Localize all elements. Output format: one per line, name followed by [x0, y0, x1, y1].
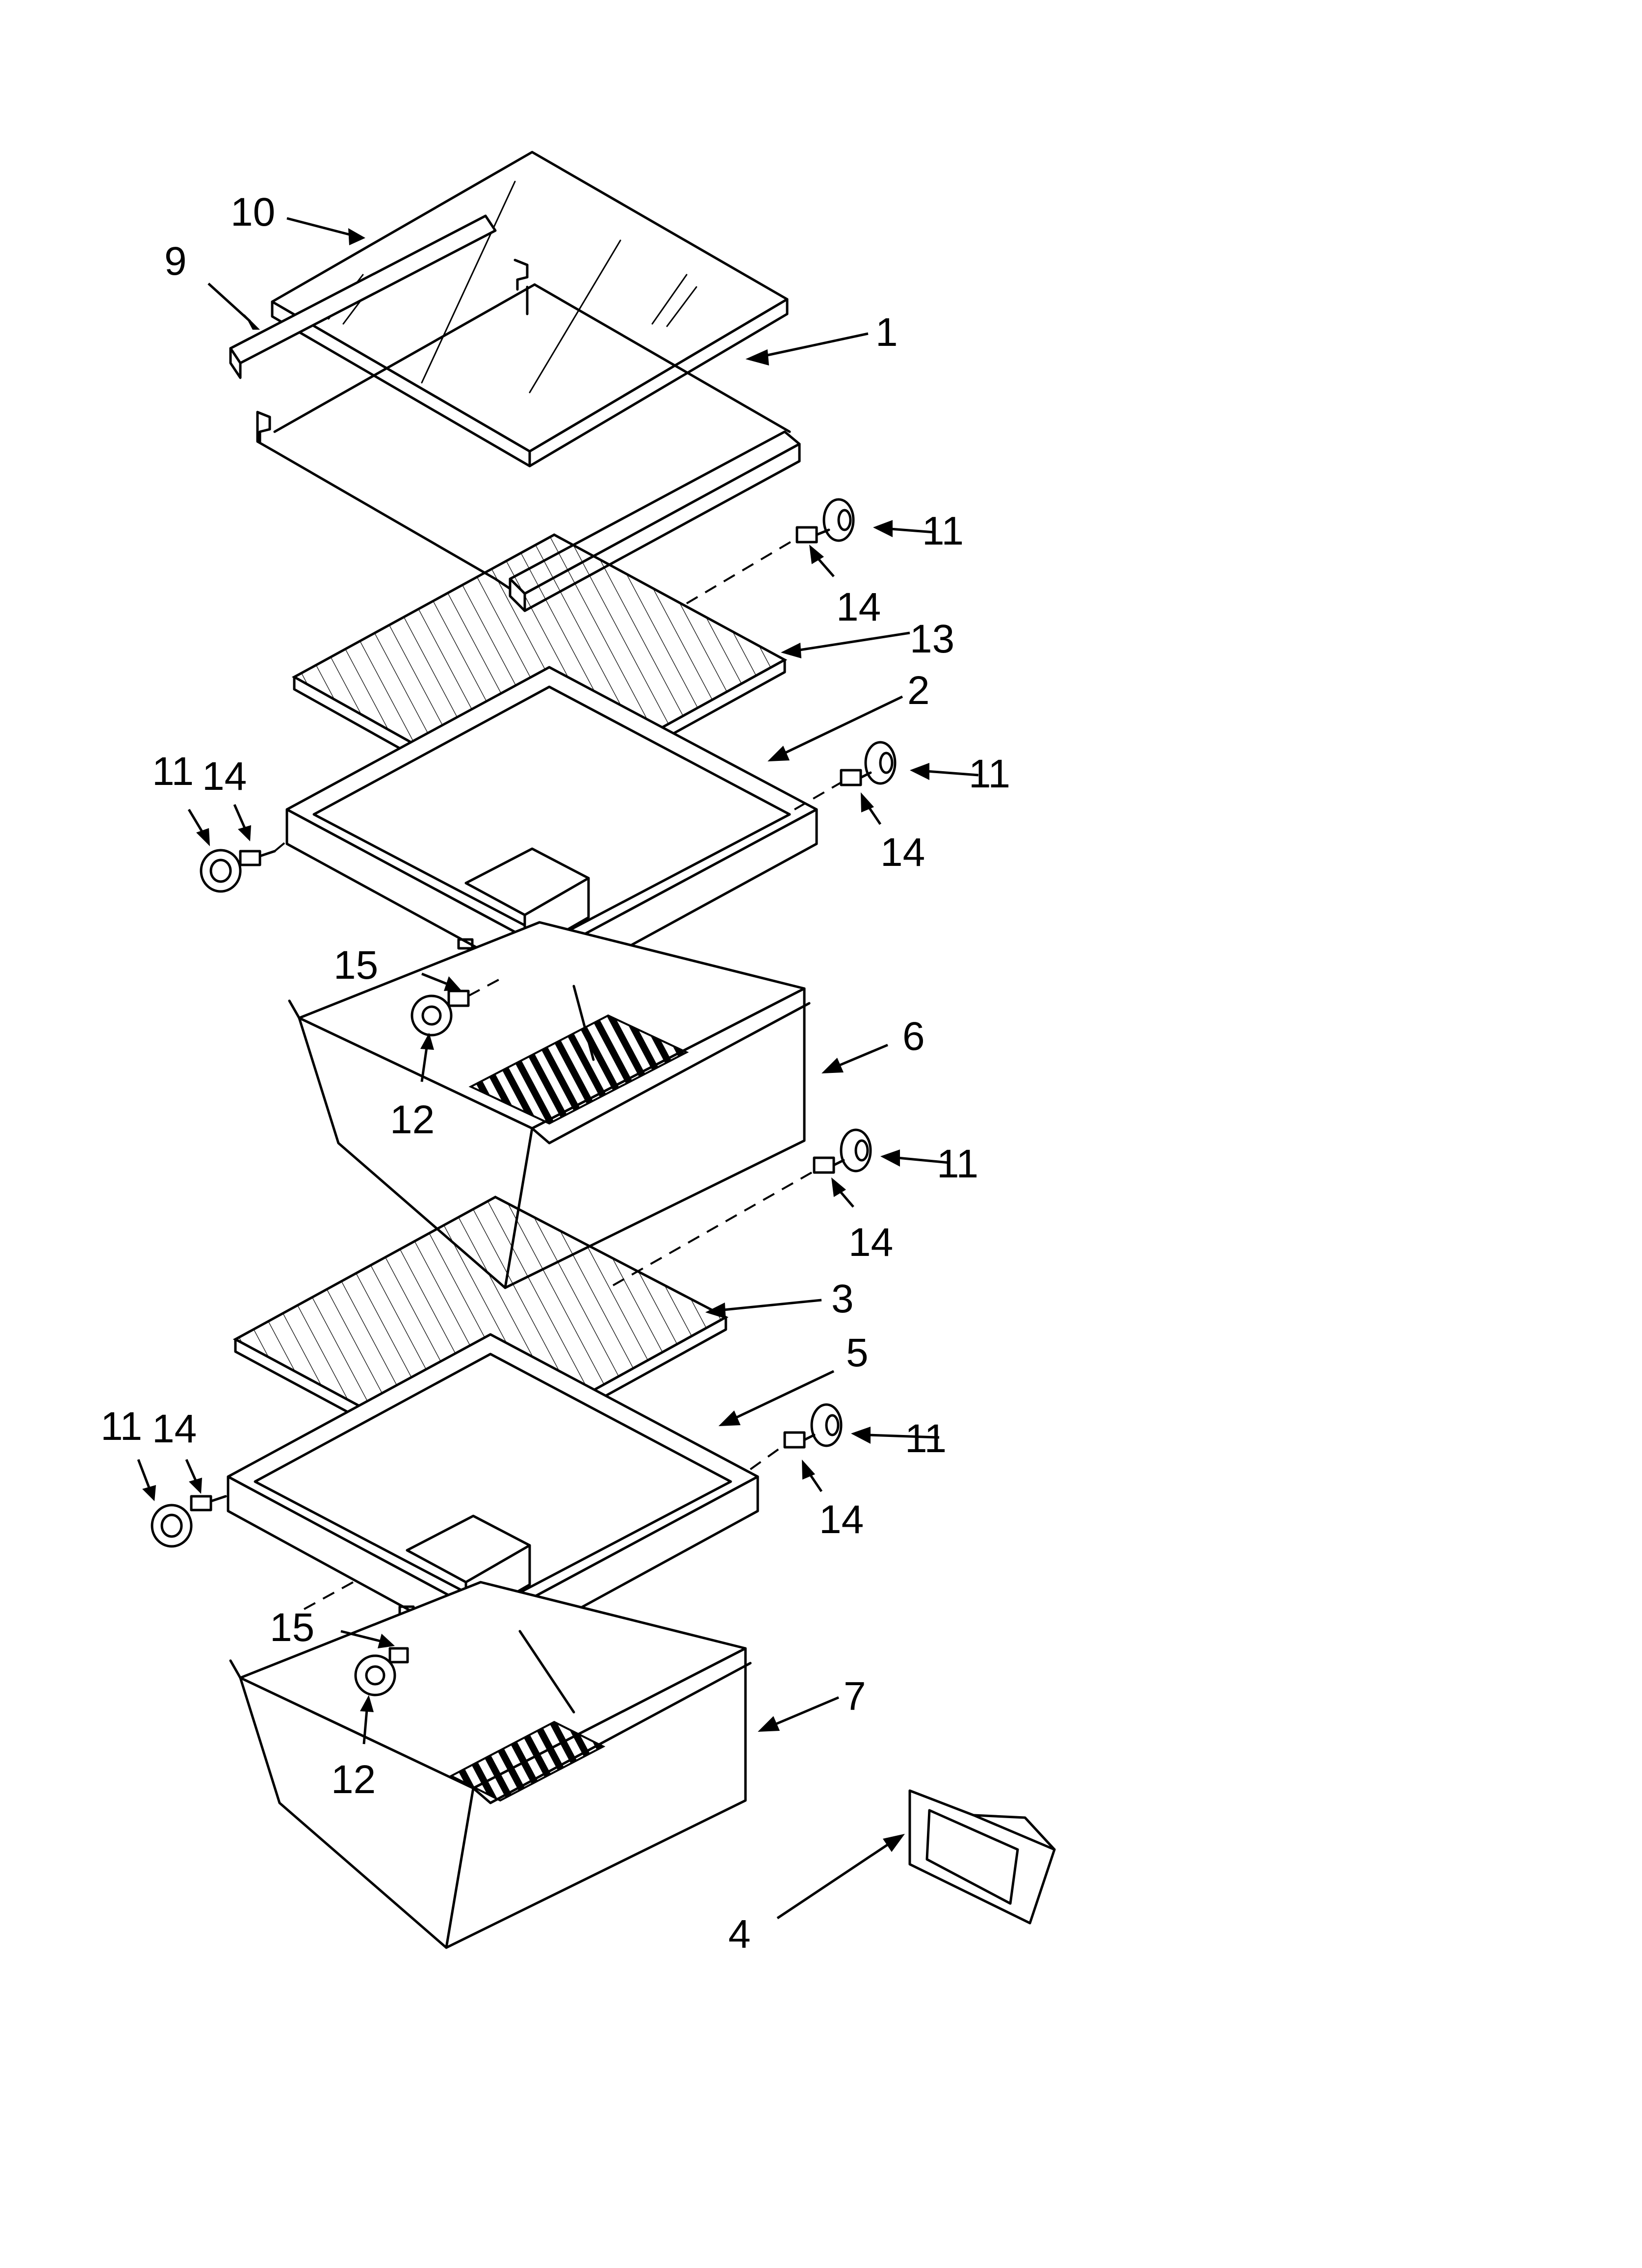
- callout-11: 11: [969, 752, 1010, 796]
- shelf-front-trim: [229, 214, 497, 379]
- wheel-icon: [810, 1403, 843, 1447]
- wheel-icon: [822, 498, 855, 542]
- callout-5: 5: [846, 1330, 869, 1375]
- roller-icon: [410, 994, 453, 1037]
- wheel-icon: [151, 1504, 193, 1548]
- callout-2: 2: [907, 668, 930, 713]
- callout-14: 14: [152, 1407, 197, 1451]
- wheel-icon: [200, 849, 242, 893]
- callout-11: 11: [937, 1142, 978, 1186]
- callout-labels: 10 9 1 11 14 13 2 11 14 11 14 15 12 6 11…: [101, 190, 1010, 1956]
- callout-14: 14: [819, 1497, 864, 1542]
- callout-12: 12: [331, 1757, 376, 1802]
- bolt-icon: [840, 769, 872, 786]
- callout-7: 7: [844, 1674, 866, 1719]
- callout-9: 9: [164, 239, 187, 284]
- crisper-drawer-upper: [288, 921, 811, 1289]
- bolt-icon: [388, 1647, 409, 1664]
- humidity-control-slide: [908, 1789, 1056, 1925]
- callout-14: 14: [848, 1220, 893, 1265]
- callout-14: 14: [836, 585, 881, 629]
- callout-1: 1: [875, 310, 898, 355]
- bolt-icon: [795, 526, 830, 544]
- bolt-icon: [783, 1431, 816, 1449]
- callout-14: 14: [880, 830, 925, 875]
- callout-12: 12: [390, 1097, 435, 1142]
- wheel-icon: [864, 741, 897, 785]
- hardware: [151, 498, 897, 1696]
- roller-icon: [354, 1654, 396, 1696]
- callout-11: 11: [905, 1416, 947, 1461]
- leader-lines: [137, 217, 979, 1920]
- bolt-icon: [813, 1156, 845, 1174]
- callout-10: 10: [231, 190, 275, 235]
- callout-11: 11: [152, 749, 194, 794]
- bolt-icon: [447, 990, 470, 1007]
- callout-3: 3: [831, 1277, 854, 1321]
- bolt-icon: [190, 1495, 227, 1512]
- bolt-icon: [239, 850, 276, 866]
- callout-11: 11: [922, 509, 964, 553]
- callout-4: 4: [728, 1912, 751, 1956]
- callout-11: 11: [101, 1404, 142, 1449]
- wheel-icon: [840, 1128, 872, 1173]
- glass-shelf: [271, 151, 789, 468]
- callout-13: 13: [910, 617, 954, 661]
- callout-15: 15: [334, 943, 378, 988]
- callout-6: 6: [902, 1014, 925, 1059]
- callout-14: 14: [202, 754, 247, 799]
- callout-15: 15: [270, 1605, 314, 1650]
- crisper-drawer-lower: [229, 1581, 752, 1949]
